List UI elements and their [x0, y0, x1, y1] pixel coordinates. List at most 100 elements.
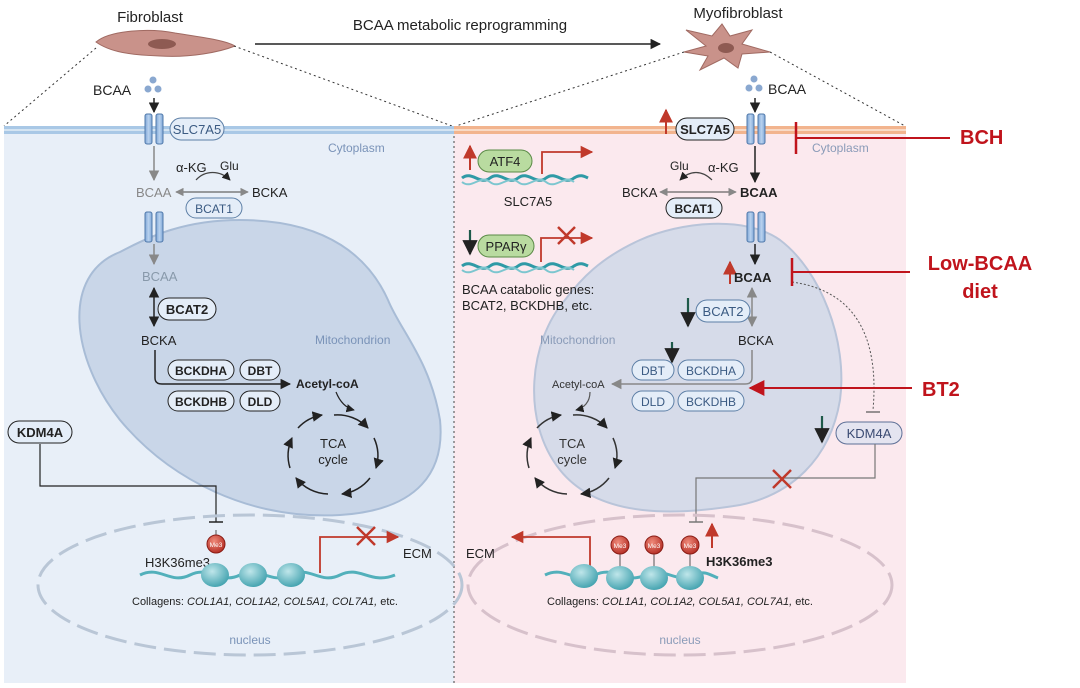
ecm-label: ECM: [403, 546, 432, 561]
fibroblast-nucleus-icon: [148, 39, 176, 49]
bckdhb-box: [677, 390, 745, 412]
bcka-mito-label: BCKA: [141, 333, 177, 348]
myofibroblast-label: Myofibroblast: [693, 5, 783, 22]
cycle-label: cycle: [318, 452, 348, 467]
atf4-label: ATF4: [490, 154, 521, 169]
slc7a5-label: SLC7A5: [173, 122, 221, 137]
transition-label: BCAA metabolic reprogramming: [353, 17, 567, 34]
nucleosome-icon: [201, 563, 305, 587]
bcaa-label: BCAA: [768, 81, 807, 97]
akg-label: α-KG: [708, 160, 739, 175]
bcaa-cyto-label: BCAA: [740, 185, 778, 200]
kdm4a-box: [7, 420, 73, 444]
nucleus-label: nucleus: [229, 633, 270, 647]
mitochondrion-label: Mitochondrion: [540, 333, 615, 347]
cross-icon: [772, 469, 792, 489]
tca-cycle-icon: [283, 411, 384, 499]
zoom-line: [769, 51, 906, 127]
slc7a5-gene-label: SLC7A5: [504, 194, 552, 209]
collagens-text: Collagens: COL1A1, COL1A2, COL5A1, COL7A…: [547, 596, 813, 608]
bcaa-cyto-label: BCAA: [136, 185, 172, 200]
kdm4a-label: KDM4A: [17, 425, 64, 440]
me3-mark-icon: [610, 535, 700, 555]
h3k36me3-label: H3K36me3: [706, 554, 773, 569]
me3-label: Me3: [684, 543, 697, 550]
me3-mark-icon: [206, 534, 226, 554]
fibroblast-label: Fibroblast: [117, 9, 184, 26]
bcka-mito-label: BCKA: [738, 333, 774, 348]
kdm4a-label: KDM4A: [847, 426, 892, 441]
tca-label: TCA: [559, 436, 585, 451]
bcka-cyto-label: BCKA: [252, 185, 288, 200]
zoom-line: [455, 51, 685, 127]
dld-label: DLD: [641, 395, 665, 409]
h3k36me3-label: H3K36me3: [145, 555, 210, 570]
ppar-label: PPARγ: [486, 239, 527, 254]
transporter-icon: [746, 211, 766, 243]
nucleosome-icon: [570, 564, 704, 590]
dld-label: DLD: [248, 395, 273, 409]
bcat2-label: BCAT2: [703, 304, 744, 319]
dna-strand: [461, 262, 589, 270]
bcaa-label: BCAA: [93, 82, 132, 98]
transporter-icon: [144, 113, 164, 145]
transporter-icon: [746, 113, 766, 145]
tca-cycle-icon: [522, 411, 623, 499]
atf4-box: [477, 149, 533, 173]
bckdhb-label: BCKDHB: [175, 395, 227, 409]
nucleus-left: [36, 513, 464, 657]
ppar-box: [477, 234, 535, 258]
kdm4a-inhibition-line: [695, 444, 876, 522]
bckdhb-box: [167, 390, 235, 412]
bcka-cyto-label: BCKA: [622, 185, 658, 200]
catabolic-genes-label: BCAA catabolic genes:: [462, 282, 594, 297]
bckdhb-label: BCKDHB: [686, 395, 736, 409]
bcat1-label: BCAT1: [195, 202, 233, 216]
ecm-label: ECM: [466, 546, 495, 561]
bckdha-box: [167, 359, 235, 381]
glu-label: Glu: [220, 159, 239, 173]
ecm-transcription-arrow: [319, 530, 400, 573]
me3-label: Me3: [614, 543, 627, 550]
bcat2-label: BCAT2: [166, 302, 208, 317]
catabolic-transcription-arrow: [540, 231, 594, 262]
bcat1-box: [185, 197, 243, 219]
bcaa-kdm4a-link: [791, 281, 875, 411]
bcat2-box: [695, 299, 751, 323]
bch-label: BCH: [960, 127, 1003, 149]
acetyl-coa-label: Acetyl-coA: [296, 377, 359, 391]
cross-icon: [557, 226, 576, 245]
dna-strand: [461, 174, 589, 182]
bcat1-label: BCAT1: [674, 202, 713, 216]
slc7a5-transcription-arrow: [541, 145, 594, 174]
dbt-label: DBT: [641, 364, 666, 378]
dbt-box: [631, 359, 675, 381]
cytoplasm-label: Cytoplasm: [328, 141, 385, 155]
akg-label: α-KG: [176, 160, 207, 175]
cross-icon: [356, 526, 376, 546]
slc7a5-box: [675, 117, 735, 141]
ecm-transcription-arrow: [510, 530, 591, 573]
nucleus-label: nucleus: [659, 633, 700, 647]
cycle-label: cycle: [557, 452, 587, 467]
diet-label-1: Low-BCAA: [928, 253, 1032, 275]
bt2-label: BT2: [922, 379, 960, 401]
dld-box: [239, 390, 281, 412]
acetyl-coa-label: Acetyl-coA: [552, 379, 605, 391]
tca-label: TCA: [320, 436, 346, 451]
mitochondrion-label: Mitochondrion: [315, 333, 390, 347]
bckdha-label: BCKDHA: [175, 364, 227, 378]
nucleus-right: [466, 513, 894, 657]
bckdha-label: BCKDHA: [686, 364, 736, 378]
bcaa-mito-label: BCAA: [734, 270, 772, 285]
dbt-box: [239, 359, 281, 381]
me3-label: Me3: [648, 543, 661, 550]
catabolic-genes-list: BCAT2, BCKDHB, etc.: [462, 298, 593, 313]
bcaa-dots-icon: [144, 76, 162, 93]
bcat1-box: [665, 197, 723, 219]
diet-label-2: diet: [962, 281, 998, 303]
bcat2-box: [157, 297, 217, 321]
collagens-text: Collagens: COL1A1, COL1A2, COL5A1, COL7A…: [132, 596, 398, 608]
cytoplasm-label: Cytoplasm: [812, 141, 869, 155]
